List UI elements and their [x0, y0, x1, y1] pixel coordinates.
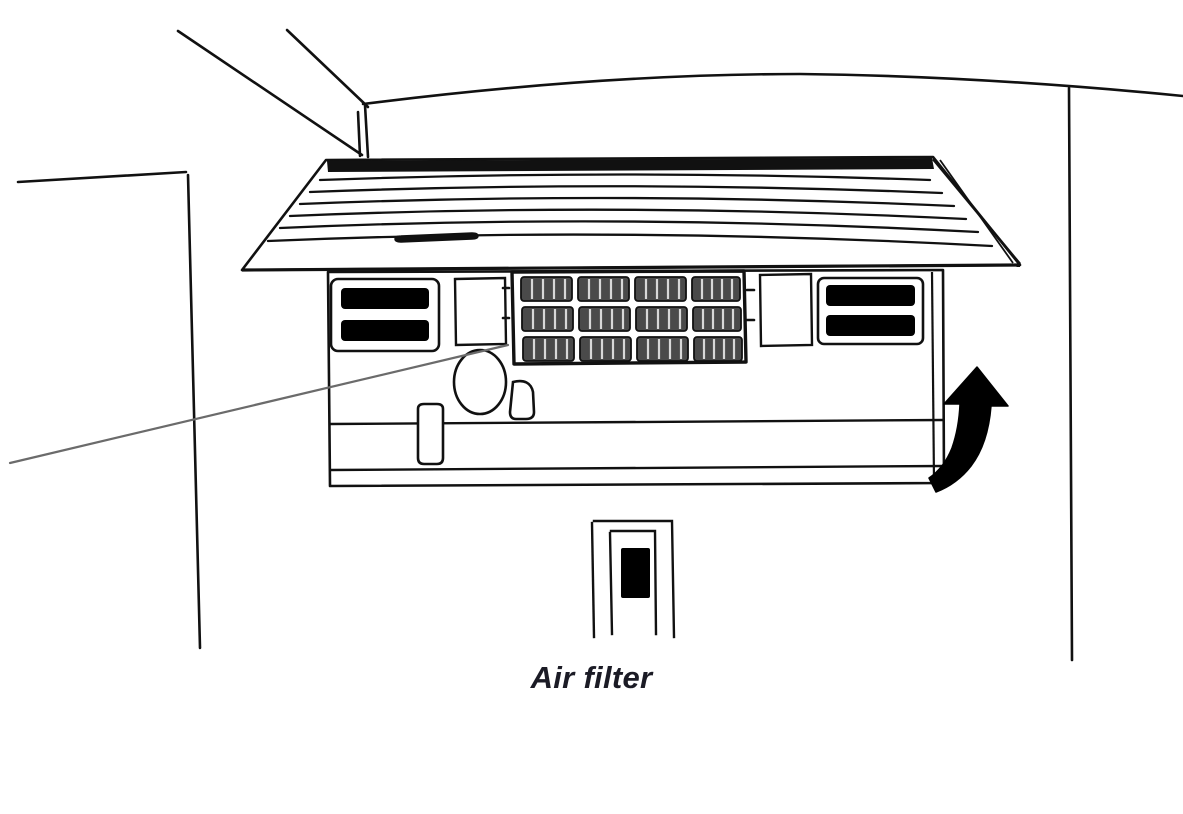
latch-inner-frame [609, 529, 658, 636]
filter-cell-stripes [530, 279, 736, 359]
corner-pointer-stem-right [363, 103, 370, 159]
filter-cell-r2c2 [578, 306, 631, 332]
air-filter-leader-line [8, 343, 510, 465]
louver-slat-2 [308, 185, 944, 195]
side-tab-handle [416, 402, 445, 466]
right-narrow-panel-face [758, 272, 814, 348]
filter-cell-r1c4 [691, 276, 741, 302]
filter-cell-r3c2 [579, 336, 632, 362]
cover-slot-detail [394, 232, 479, 243]
cabin-corner-pointer [176, 28, 370, 159]
filter-cell-r2c3 [635, 306, 688, 332]
hook-bracket [508, 379, 536, 421]
louver-slat-5 [278, 220, 980, 234]
latch-outer-frame [592, 519, 676, 639]
unit-bottom-band-bottom [329, 464, 945, 472]
filter-cell-r1c1 [520, 276, 573, 302]
louver-slat-1 [318, 173, 932, 182]
louver-cover [240, 155, 1022, 272]
filter-cell-r3c3 [636, 336, 689, 362]
internal-details [452, 348, 536, 421]
corner-pointer-stem-left [356, 110, 362, 158]
filter-cell-r1c2 [577, 276, 630, 302]
right-vent-slot-1 [826, 285, 915, 306]
cabin-structure [16, 72, 1183, 662]
right-vent-slot-2 [826, 315, 915, 336]
right-narrow-panel [758, 272, 814, 348]
filter-cell-r3c4 [693, 336, 743, 362]
left-vent-slot-2 [341, 320, 429, 341]
louver-slat-3 [298, 196, 956, 208]
left-narrow-panel-face [453, 276, 508, 347]
corner-pointer-line-lower [176, 29, 364, 157]
latch-outer-left [590, 521, 596, 639]
open-direction-arrow [928, 366, 1009, 493]
left-vent-grille [329, 277, 441, 353]
left-wall-edge [186, 173, 202, 650]
ceiling-curve [361, 72, 1183, 106]
corner-pointer-line-upper [285, 28, 370, 109]
filter-cell-r3c1 [522, 336, 575, 362]
louver-slats [266, 173, 994, 248]
blower-knob [452, 348, 508, 416]
left-ceiling-edge [16, 170, 188, 184]
filter-cell-r2c4 [692, 306, 742, 332]
louver-cover-front-lip [241, 263, 1021, 272]
louver-slat-6 [266, 233, 994, 248]
louver-slat-4 [288, 208, 968, 221]
filter-cell-r2c1 [521, 306, 574, 332]
latch-button [621, 548, 650, 598]
left-vent-slot-1 [341, 288, 429, 309]
filter-clips [501, 286, 756, 322]
release-latch [590, 519, 676, 639]
air-filter-grid [501, 269, 756, 366]
unit-right-inner-edge [930, 271, 936, 483]
latch-inner-left [608, 531, 614, 636]
filter-cell-r1c3 [634, 276, 687, 302]
right-wall-edge [1067, 86, 1074, 662]
louver-cover-right-inner-edge [939, 159, 1014, 264]
louver-cover-top-edge [327, 158, 934, 172]
right-vent-grille [816, 276, 925, 346]
left-narrow-panel [453, 276, 508, 347]
